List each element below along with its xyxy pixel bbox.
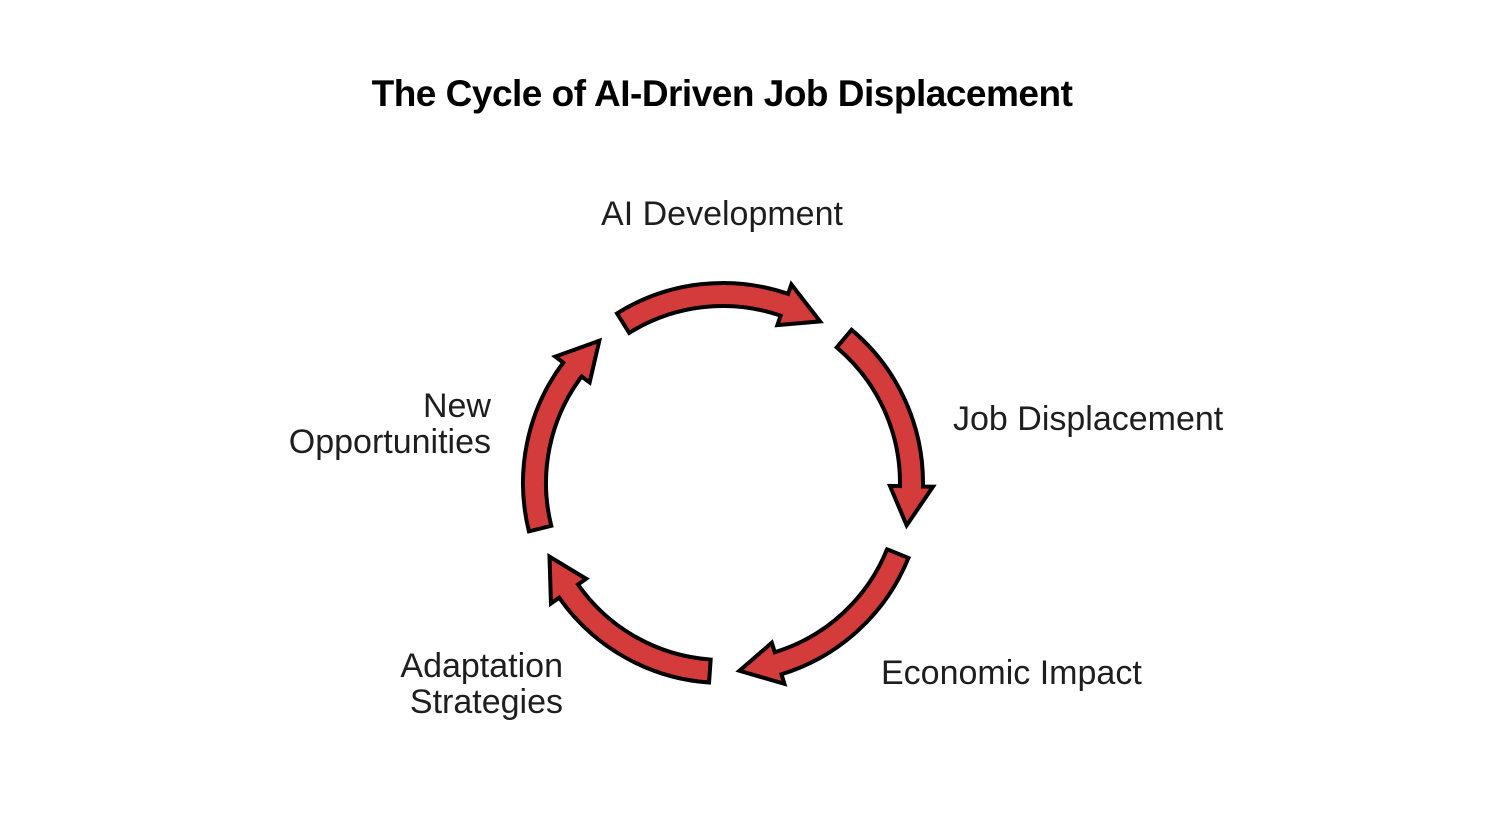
cycle-arrow-5 [498,326,613,540]
cycle-arrow-2 [831,318,946,531]
cycle-arrow-1 [615,281,823,335]
step-label-job-displacement: Job Displacement [953,400,1224,438]
step-label-ai-development: AI Development [601,195,843,233]
step-label-new-opportunities: New Opportunities [288,387,491,462]
page-title: The Cycle of AI-Driven Job Displacement [371,73,1073,114]
step-label-economic-impact: Economic Impact [881,654,1142,692]
step-label-adaptation-strategies: Adaptation Strategies [400,647,563,722]
